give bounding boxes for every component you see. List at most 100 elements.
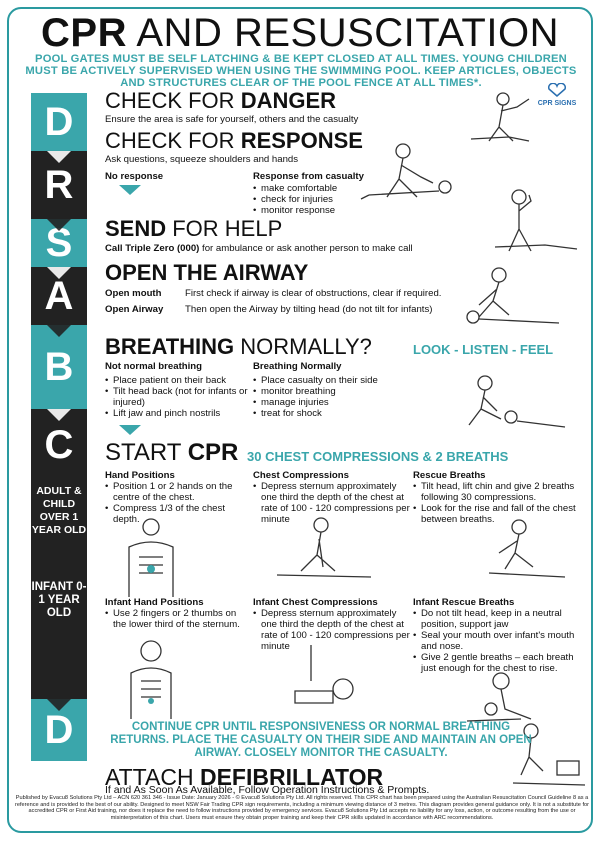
infant-torso-illustration <box>130 640 172 719</box>
section-title: Chest Compressions <box>253 470 349 481</box>
response-heading: CHECK FOR RESPONSE <box>105 129 363 153</box>
step-d2: D <box>31 699 87 761</box>
infant-label: INFANT 0- 1 YEAR OLD <box>31 581 87 619</box>
pool-warning: POOL GATES MUST BE SELF LATCHING & BE KE… <box>25 53 577 89</box>
list-item: Give 2 gentle breaths – each breath just… <box>413 652 583 674</box>
letter-a: A <box>44 273 74 318</box>
heading-bold: OPEN THE AIRWAY <box>105 260 309 285</box>
not-normal-list: Place patient on their back Tilt head ba… <box>105 375 251 419</box>
cpr-signs-logo: CPR SIGNS <box>533 82 581 109</box>
heading-light: FOR HELP <box>166 216 283 241</box>
hand-positions-list: Position 1 or 2 hands on the centre of t… <box>105 481 247 525</box>
list-item: Tilt head, lift chin and give 2 breaths … <box>413 481 583 503</box>
list-item: Place patient on their back <box>105 375 251 386</box>
response-list: make comfortable check for injuries moni… <box>253 183 337 216</box>
title-prefix: CPR <box>41 11 127 55</box>
airway-text: First check if airway is clear of obstru… <box>185 288 442 299</box>
list-item: Lift jaw and pinch nostrils <box>105 408 251 419</box>
down-arrow-icon <box>119 425 141 435</box>
section-title: Infant Rescue Breaths <box>413 597 515 608</box>
list-item: Place casualty on their side <box>253 375 378 386</box>
cpr-poster: CPR AND RESUSCITATION POOL GATES MUST BE… <box>7 7 593 833</box>
section-title: Infant Hand Positions <box>105 597 204 608</box>
list-item: check for injuries <box>253 194 337 205</box>
response-from-label: Response from casualty <box>253 171 364 182</box>
normal-label: Breathing Normally <box>253 361 342 372</box>
list-item: Tilt head back (not for infants or injur… <box>105 386 251 408</box>
chevron-down-icon <box>47 151 71 163</box>
send-text: for ambulance or ask another person to m… <box>199 243 413 254</box>
torso-hands-illustration <box>128 518 174 597</box>
section-title: Hand Positions <box>105 470 175 481</box>
danger-illustration <box>470 92 530 142</box>
heading-light: CHECK FOR <box>105 128 241 153</box>
step-c: C <box>31 409 87 699</box>
chevron-down-icon <box>47 219 71 231</box>
infant-compressions-list: Depress sternum approximately one third … <box>253 608 411 652</box>
rescue-breaths-illustration <box>488 519 566 578</box>
letter-b: B <box>44 344 74 389</box>
list-item: Position 1 or 2 hands on the centre of t… <box>105 481 247 503</box>
section-title: Rescue Breaths <box>413 470 486 481</box>
normal-list: Place casualty on their side monitor bre… <box>253 375 378 419</box>
no-response-label: No response <box>105 171 164 182</box>
chevron-down-icon <box>47 325 71 337</box>
triple-zero: Call Triple Zero (000) <box>105 243 200 254</box>
danger-heading: CHECK FOR DANGER <box>105 89 336 113</box>
heading-bold: RESPONSE <box>240 128 363 153</box>
heading-light: ATTACH <box>105 764 200 790</box>
airway-label: Open mouth <box>105 288 162 299</box>
heart-icon <box>547 82 567 97</box>
airway-label: Open Airway <box>105 304 164 315</box>
letter-d: D <box>44 99 74 144</box>
infant-breaths-illustration <box>466 672 532 722</box>
chest-compressions-list: Depress sternum approximately one third … <box>253 481 411 525</box>
defib-text: If and As Soon As Available, Follow Oper… <box>105 784 430 796</box>
infant-compressions-illustration <box>294 645 354 704</box>
list-item: manage injuries <box>253 397 378 408</box>
down-arrow-icon <box>119 185 141 195</box>
closing-instruction: CONTINUE CPR UNTIL RESPONSIVENESS OR NOR… <box>110 721 532 759</box>
chevron-down-icon <box>47 409 71 421</box>
heading-bold: BREATHING <box>105 334 235 359</box>
list-item: treat for shock <box>253 408 378 419</box>
list-item: Do not tilt head, keep in a neutral posi… <box>413 608 583 630</box>
title-rest: AND RESUSCITATION <box>126 11 559 55</box>
rescue-breaths-list: Tilt head, lift chin and give 2 breaths … <box>413 481 583 525</box>
list-item: Seal your mouth over infant's mouth and … <box>413 630 583 652</box>
letter-r: R <box>44 162 74 207</box>
airway-heading: OPEN THE AIRWAY <box>105 261 308 285</box>
response-text: Ask questions, squeeze shoulders and han… <box>105 154 299 165</box>
infant-breaths-list: Do not tilt head, keep in a neutral posi… <box>413 608 583 674</box>
list-item: Depress sternum approximately one third … <box>253 608 411 652</box>
logo-text: CPR SIGNS <box>537 100 577 107</box>
list-item: Look for the rise and fall of the chest … <box>413 503 583 525</box>
defib-heading: ATTACH DEFIBRILLATOR <box>105 765 383 789</box>
heading-bold: SEND <box>105 216 167 241</box>
list-item: Depress sternum approximately one third … <box>253 481 411 525</box>
list-item: Compress 1/3 of the chest depth. <box>105 503 247 525</box>
airway-text: Then open the Airway by tilting head (do… <box>185 304 433 315</box>
infant-hand-list: Use 2 fingers or 2 thumbs on the lower t… <box>105 608 251 630</box>
chevron-down-icon <box>47 699 71 711</box>
section-title: Infant Chest Compressions <box>253 597 378 608</box>
step-d1: D <box>31 93 87 151</box>
list-item: Use 2 fingers or 2 thumbs on the lower t… <box>105 608 251 630</box>
heading-light: NORMALLY? <box>234 334 372 359</box>
compressions-tag: 30 CHEST COMPRESSIONS & 2 BREATHS <box>247 449 509 464</box>
heading-light: CHECK FOR <box>105 88 241 113</box>
send-heading: SEND FOR HELP <box>105 217 282 241</box>
list-item: make comfortable <box>253 183 337 194</box>
airway-illustration <box>466 267 560 324</box>
footer-disclaimer: Published by Evacu8 Solutions Pty Ltd – … <box>15 795 589 821</box>
step-b: B <box>31 325 87 409</box>
look-listen-feel: LOOK - LISTEN - FEEL <box>413 342 554 357</box>
cpr-heading: START CPR <box>105 441 238 465</box>
chest-compressions-illustration <box>276 517 372 578</box>
breathing-heading: BREATHING NORMALLY? <box>105 335 372 359</box>
chevron-down-icon <box>47 267 71 279</box>
not-normal-label: Not normal breathing <box>105 361 203 372</box>
letter-c: C <box>44 423 74 467</box>
list-item: monitor response <box>253 205 337 216</box>
phone-call-illustration <box>494 189 578 252</box>
